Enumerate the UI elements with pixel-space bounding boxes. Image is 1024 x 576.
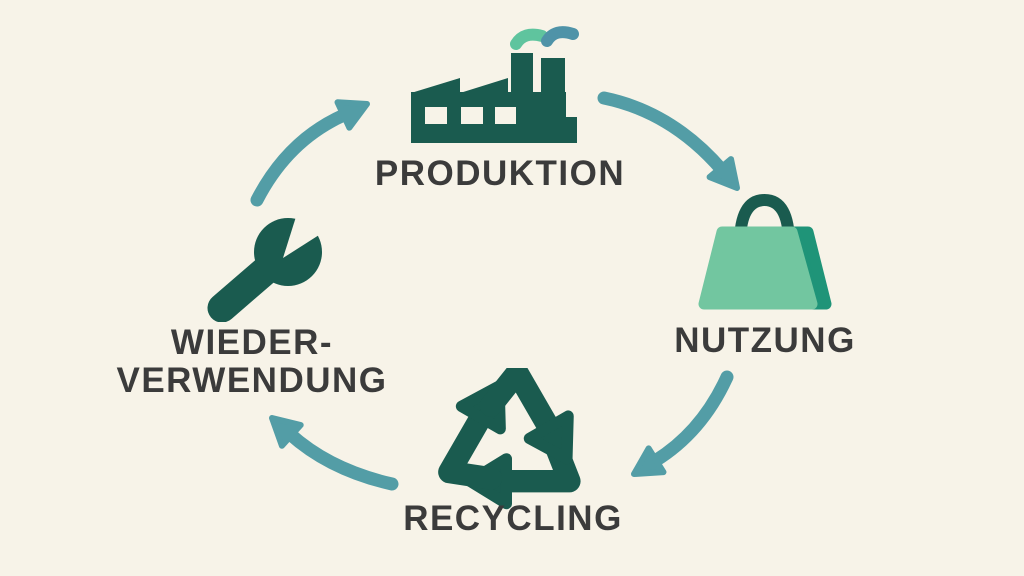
- node-label-nutzung: NUTZUNG: [674, 321, 856, 360]
- arrow-wiederverwendung-to-produktion-icon: [250, 99, 370, 207]
- arrow-nutzung-to-recycling-icon: [631, 370, 734, 477]
- node-label-produktion: PRODUKTION: [374, 154, 626, 193]
- smoke-puff-blue: [541, 26, 579, 47]
- recycling-icon: [438, 368, 581, 510]
- wrench-icon: [207, 204, 330, 322]
- factory-icon: [411, 26, 579, 143]
- node-label-wiederverwendung-line1: WIEDER-: [170, 323, 334, 362]
- arrow-recycling-to-wiederverwendung-icon: [269, 415, 399, 491]
- node-label-wiederverwendung: WIEDER- VERWENDUNG: [102, 324, 402, 400]
- smoke-puff-green: [510, 28, 548, 50]
- node-label-wiederverwendung-line2: VERWENDUNG: [116, 361, 388, 400]
- node-label-recycling: RECYCLING: [403, 499, 623, 538]
- arrow-produktion-to-nutzung-icon: [597, 91, 740, 191]
- shopping-bag-icon: [698, 193, 832, 310]
